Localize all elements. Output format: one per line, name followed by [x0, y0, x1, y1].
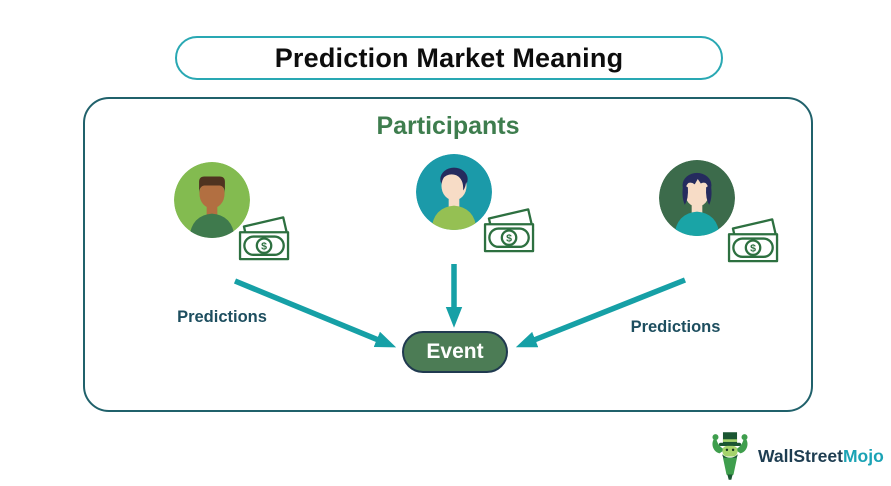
event-node: Event — [402, 331, 508, 373]
participant-1-avatar-icon — [174, 162, 250, 238]
participant-2-avatar-icon — [416, 154, 492, 230]
wallstreetmojo-mascot-icon — [712, 432, 748, 480]
money-icon: $ — [483, 208, 535, 253]
arrow-left-to-event — [233, 278, 397, 348]
money-icon: $ — [727, 218, 779, 263]
participant-3-avatar-icon — [659, 160, 735, 236]
predictions-label-right: Predictions — [630, 318, 721, 336]
brand-name-mojo: Mojo — [842, 445, 884, 466]
predictions-label-left: Predictions — [177, 308, 267, 326]
brand-name: WallStreetMojo — [758, 446, 884, 467]
page-title: Prediction Market Meaning — [274, 42, 624, 73]
arrow-right-to-event — [515, 277, 687, 348]
brand-name-wallstreet: WallStreet — [758, 445, 843, 466]
svg-text:$: $ — [506, 233, 512, 245]
event-label: Event — [426, 340, 484, 363]
diagram-container: Participants — [83, 97, 813, 412]
wallstreetmojo-logo: WallStreetMojo — [708, 431, 884, 481]
money-icon: $ — [238, 216, 290, 261]
svg-text:$: $ — [261, 241, 267, 253]
svg-text:$: $ — [750, 243, 756, 255]
participants-heading: Participants — [376, 112, 520, 140]
arrows-layer — [233, 264, 687, 348]
title-pill: Prediction Market Meaning — [175, 36, 723, 80]
